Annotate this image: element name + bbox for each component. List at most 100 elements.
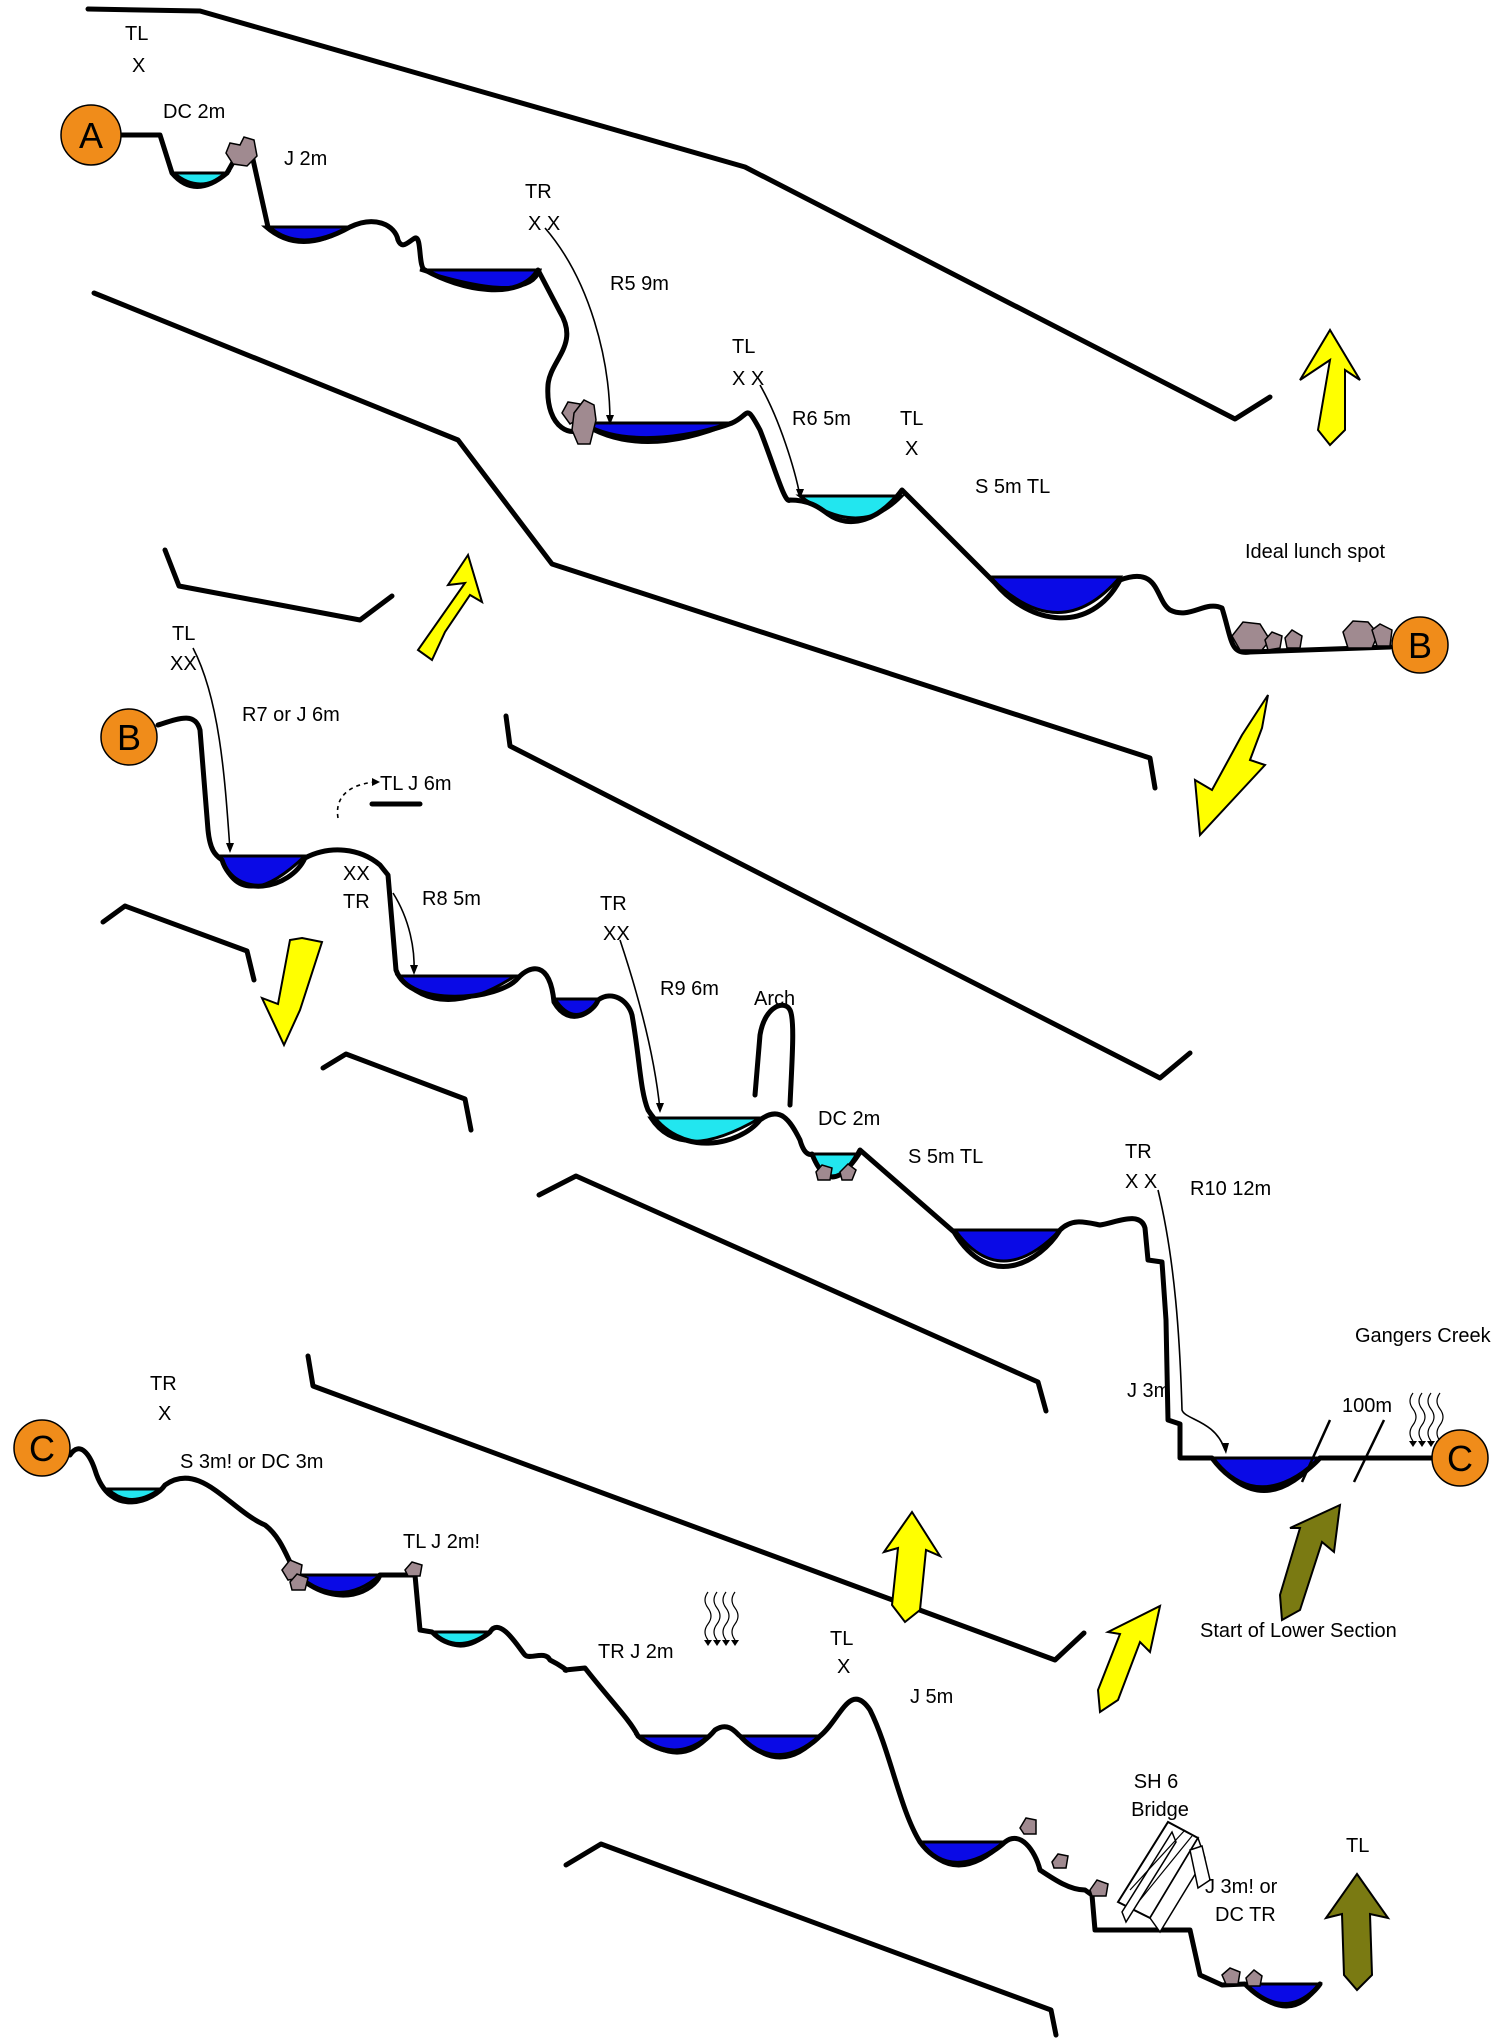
route-arrow — [192, 647, 231, 851]
boulder — [1019, 1817, 1037, 1835]
label: Gangers Creek — [1355, 1325, 1492, 1347]
side-exit-arrow — [336, 781, 376, 819]
label: TR — [343, 891, 370, 913]
label: S 5m TL — [908, 1146, 983, 1168]
direction-arrow-icon — [416, 552, 484, 662]
label: TR — [1125, 1141, 1152, 1163]
label: TL J 2m! — [403, 1531, 480, 1553]
label: S 3m! or DC 3m — [180, 1451, 323, 1473]
route-arrowhead — [796, 489, 804, 499]
boulder — [1264, 631, 1283, 651]
wall-top — [85, 6, 1273, 422]
boulder — [1051, 1853, 1069, 1869]
label: TL J 6m — [380, 773, 452, 795]
exit-arrow-icon — [1323, 1872, 1391, 1992]
label: Bridge — [1131, 1799, 1189, 1821]
labels: TL X DC 2m J 2m TR X X R5 9m TL X X R6 5… — [125, 23, 1492, 1926]
label: X X — [1125, 1171, 1157, 1193]
label: R5 9m — [610, 273, 669, 295]
direction-arrow-icon — [1193, 694, 1269, 838]
label: TL — [900, 408, 923, 430]
label: R9 6m — [660, 978, 719, 1000]
route-arrowhead — [410, 965, 418, 975]
label: X — [837, 1656, 850, 1678]
canyon-profile — [67, 1446, 1323, 2007]
label: SH 6 — [1134, 1771, 1178, 1793]
direction-arrow-icon — [1299, 328, 1361, 447]
direction-arrow-icon — [881, 1510, 943, 1624]
label: R10 12m — [1190, 1178, 1271, 1200]
route-arrow — [619, 939, 661, 1111]
label: TR J 2m — [598, 1641, 674, 1663]
label: X — [132, 55, 145, 77]
section-a-b — [117, 132, 1393, 655]
route-arrow — [1157, 1189, 1226, 1451]
boulder — [1284, 629, 1303, 649]
label: TL — [732, 336, 755, 358]
canyon-profile — [155, 715, 1393, 1491]
label: XX — [170, 653, 197, 675]
label: DC 2m — [163, 101, 225, 123]
label: DC TR — [1215, 1904, 1276, 1926]
route-arrow — [544, 227, 611, 423]
svg-text:C: C — [1447, 1438, 1473, 1479]
svg-text:A: A — [79, 115, 103, 156]
direction-arrow-icon — [260, 936, 324, 1048]
distance-break — [1352, 1419, 1386, 1483]
boulder — [1231, 621, 1271, 651]
wall-row2-left — [100, 903, 257, 983]
label: R8 5m — [422, 888, 481, 910]
marker-a: A — [60, 104, 122, 166]
label: XX — [343, 863, 370, 885]
direction-arrow-icon — [1096, 1604, 1162, 1714]
wall-bottom — [563, 1841, 1059, 2038]
label: TR — [150, 1373, 177, 1395]
wall-row2-right — [503, 713, 1193, 1081]
marker-b-end: B — [1391, 616, 1449, 674]
wall-row3-left — [320, 1051, 474, 1133]
canyon-profile — [117, 132, 1393, 655]
label: X X — [528, 213, 560, 235]
section-b-c — [155, 647, 1393, 1493]
svg-text:B: B — [117, 717, 141, 758]
boulder — [289, 1573, 309, 1591]
boulder — [839, 1163, 857, 1181]
boulder — [1245, 1969, 1263, 1987]
label: XX — [603, 923, 630, 945]
label: S 5m TL — [975, 476, 1050, 498]
marker-c-end: C — [1431, 1429, 1489, 1487]
label: TL — [1346, 1835, 1369, 1857]
label: TL — [125, 23, 148, 45]
wall-row3-right — [536, 1173, 1049, 1414]
boulder — [571, 399, 597, 445]
route-arrowhead — [226, 843, 234, 853]
section-markers: A B B C C — [13, 104, 1489, 1487]
arch — [752, 1002, 796, 1108]
label: J 5m — [910, 1686, 953, 1708]
label: J 3m! or — [1205, 1876, 1278, 1898]
label: X — [158, 1403, 171, 1425]
gangers-creek-junction — [1300, 1419, 1435, 1483]
label: 100m — [1342, 1395, 1392, 1417]
canyon-walls — [85, 6, 1273, 2038]
label: R6 5m — [792, 408, 851, 430]
boulder — [1221, 1967, 1241, 1985]
label: Start of Lower Section — [1200, 1620, 1397, 1642]
label: TL — [172, 623, 195, 645]
label: TL — [830, 1628, 853, 1650]
exit-arrow-icon — [1278, 1503, 1342, 1622]
direction-arrows — [260, 328, 1391, 1992]
marker-b-start: B — [100, 708, 158, 766]
svg-text:C: C — [29, 1428, 55, 1469]
label: R7 or J 6m — [242, 704, 340, 726]
label: X X — [732, 368, 764, 390]
boulder — [1089, 1879, 1109, 1897]
route-arrowhead — [656, 1103, 664, 1113]
label: Arch — [754, 988, 795, 1010]
boulder — [1371, 623, 1393, 647]
label: Ideal lunch spot — [1245, 541, 1386, 563]
label: DC 2m — [818, 1108, 880, 1130]
boulder — [815, 1164, 833, 1181]
section-a-b-arrows — [544, 227, 804, 499]
